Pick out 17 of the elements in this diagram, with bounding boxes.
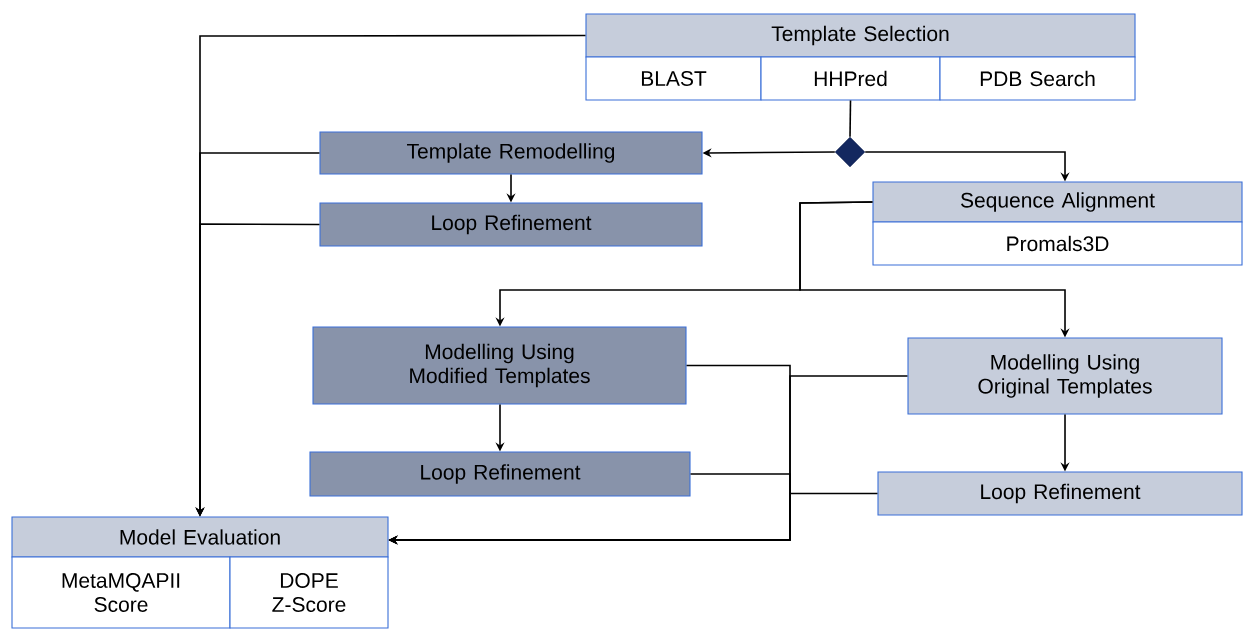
method-cell: Promals3D	[872, 221, 1243, 266]
process-box: Loop Refinement	[877, 471, 1243, 516]
connector-line	[849, 99, 852, 138]
process-box: Modelling Using Original Templates	[907, 337, 1223, 415]
header-band: Sequence Alignment	[872, 181, 1243, 223]
process-box: Loop Refinement	[319, 202, 703, 247]
process-box: Loop Refinement	[309, 451, 691, 497]
header-band: Model Evaluation	[11, 516, 389, 558]
method-cell: PDB Search	[939, 56, 1136, 101]
header-band: Template Selection	[585, 13, 1136, 58]
method-cell: BLAST	[585, 56, 762, 101]
process-box: Template Remodelling	[319, 131, 703, 175]
score-cell: DOPE Z-Score	[229, 556, 389, 629]
score-cell: MetaMQAPII Score	[11, 556, 231, 629]
decision-diamond	[834, 136, 866, 168]
process-box: Modelling Using Modified Templates	[312, 326, 687, 405]
method-cell: HHPred	[760, 56, 941, 101]
